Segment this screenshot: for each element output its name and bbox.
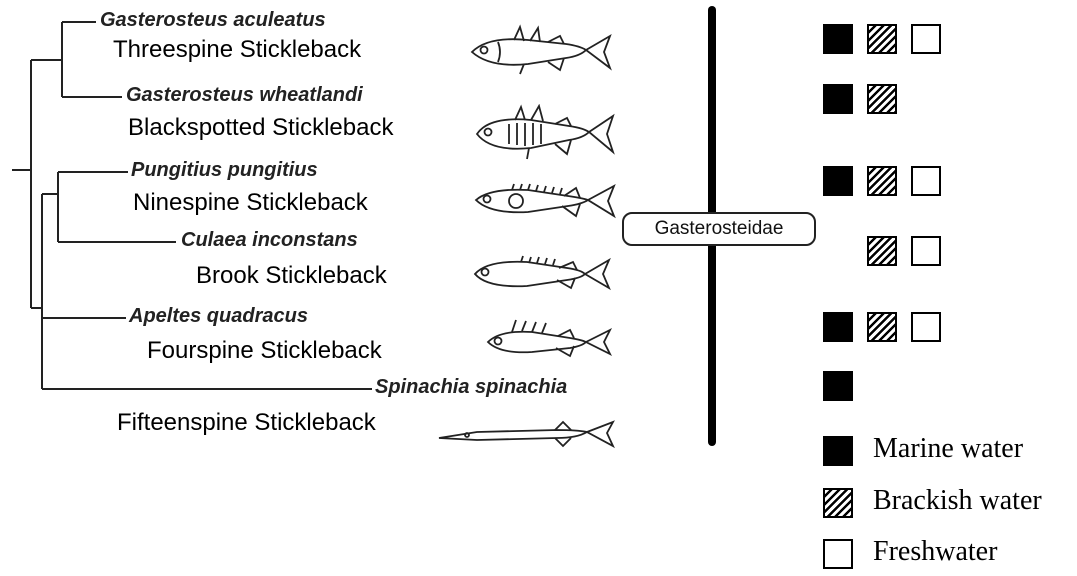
habitat-freshwater-box-species-4 xyxy=(911,312,941,342)
brackish-legend-swatch xyxy=(823,488,853,518)
fourspine-stickleback-icon xyxy=(484,318,614,362)
habitat-brackish-box-species-3 xyxy=(867,236,897,266)
habitat-marine-box-species-4 xyxy=(823,312,853,342)
habitat-freshwater-box-species-0 xyxy=(911,24,941,54)
fifteenspine-stickleback-icon xyxy=(437,418,619,450)
habitat-marine-box-species-0 xyxy=(823,24,853,54)
marine-legend-swatch xyxy=(823,436,853,466)
habitat-brackish-box-species-0 xyxy=(867,24,897,54)
species-3-scientific-name: Culaea inconstans xyxy=(181,229,358,252)
habitat-marine-box-species-2 xyxy=(823,166,853,196)
species-1-common-name: Blackspotted Stickleback xyxy=(128,114,393,142)
species-1-scientific-name: Gasterosteus wheatlandi xyxy=(126,84,363,107)
species-3-common-name: Brook Stickleback xyxy=(196,262,387,290)
species-5-scientific-name: Spinachia spinachia xyxy=(375,376,567,399)
species-2-common-name: Ninespine Stickleback xyxy=(133,189,368,217)
habitat-freshwater-box-species-2 xyxy=(911,166,941,196)
brackish-legend-label: Brackish water xyxy=(873,485,1042,517)
habitat-freshwater-box-species-3 xyxy=(911,236,941,266)
habitat-brackish-box-species-2 xyxy=(867,166,897,196)
freshwater-legend-swatch xyxy=(823,539,853,569)
species-4-common-name: Fourspine Stickleback xyxy=(147,337,382,365)
brook-stickleback-icon xyxy=(471,252,615,296)
threespine-stickleback-icon xyxy=(468,24,616,76)
family-label: Gasterosteidae xyxy=(622,212,816,246)
marine-legend-label: Marine water xyxy=(873,433,1023,465)
species-2-scientific-name: Pungitius pungitius xyxy=(131,159,318,182)
habitat-marine-box-species-1 xyxy=(823,84,853,114)
blackspotted-stickleback-icon xyxy=(473,104,619,162)
habitat-marine-box-species-5 xyxy=(823,371,853,401)
species-4-scientific-name: Apeltes quadracus xyxy=(129,305,308,328)
species-0-scientific-name: Gasterosteus aculeatus xyxy=(100,9,326,32)
species-5-common-name: Fifteenspine Stickleback xyxy=(117,409,376,437)
freshwater-legend-label: Freshwater xyxy=(873,536,997,568)
ninespine-stickleback-icon xyxy=(472,178,620,224)
habitat-brackish-box-species-1 xyxy=(867,84,897,114)
species-0-common-name: Threespine Stickleback xyxy=(113,36,361,64)
habitat-brackish-box-species-4 xyxy=(867,312,897,342)
